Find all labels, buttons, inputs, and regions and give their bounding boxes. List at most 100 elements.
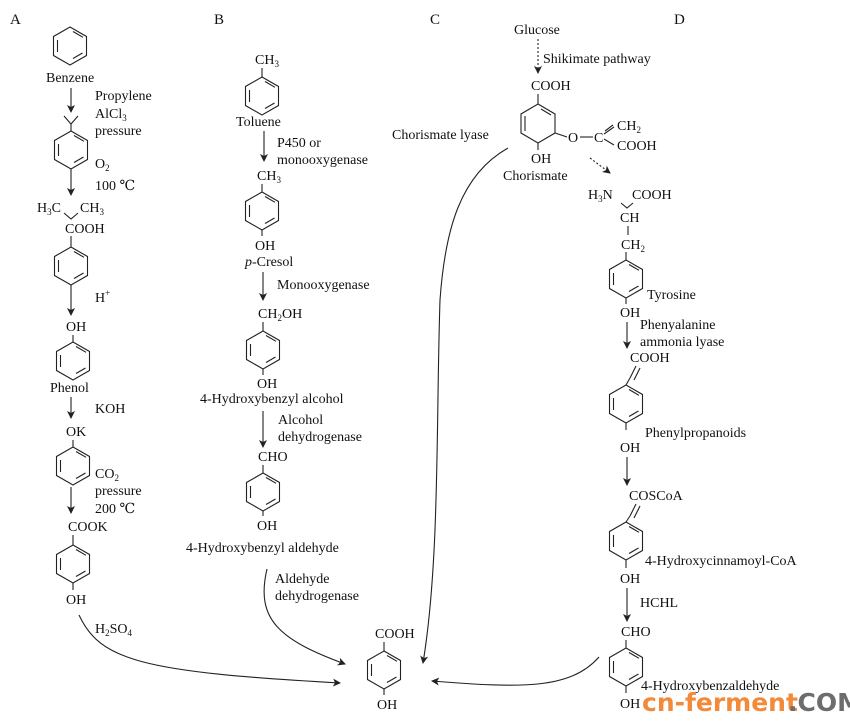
ch3-group: CH3 bbox=[80, 201, 104, 217]
phenol-ring-icon bbox=[55, 341, 91, 381]
phenoxide-ok: OK bbox=[66, 425, 86, 440]
panel-b-label: B bbox=[214, 12, 224, 28]
benzaldehyde-oh: OH bbox=[620, 697, 640, 712]
panel-c: C Glucose Shikimate pathway COOH O C CH2… bbox=[392, 12, 657, 664]
tyrosine-h3n: H3N bbox=[588, 188, 613, 204]
benzaldehyde-ring-icon bbox=[608, 647, 644, 687]
product-oh: OH bbox=[377, 698, 397, 713]
tyrosine-oh: OH bbox=[620, 306, 640, 321]
tyrosine-ch2: CH2 bbox=[621, 238, 645, 254]
enzyme-aldehyde-dh-1: Aldehyde bbox=[275, 572, 329, 587]
benzaldehyde-label: 4-Hydroxybenzaldehyde bbox=[641, 679, 779, 694]
reagent-propylene: Propylene bbox=[95, 89, 152, 104]
tyrosine-ch: CH bbox=[620, 211, 639, 226]
product-4-hydroxybenzoic-acid: COOH OH bbox=[366, 627, 415, 713]
phenol-oh: OH bbox=[66, 320, 86, 335]
enzyme-p450: P450 or bbox=[277, 136, 321, 151]
cresol-oh: OH bbox=[255, 239, 275, 254]
cresol-ring-icon bbox=[244, 191, 280, 231]
cook-oh: OH bbox=[66, 593, 86, 608]
benzene-label: Benzene bbox=[46, 71, 94, 86]
isopropyl-bond bbox=[63, 115, 79, 125]
tyrosine-label: Tyrosine bbox=[647, 288, 696, 303]
ether-o: O bbox=[568, 131, 578, 146]
int2-cooh: COOH bbox=[65, 222, 105, 237]
watermark-suffix: .COM bbox=[788, 688, 850, 717]
chorismate-oh: OH bbox=[531, 152, 551, 167]
reagent-koh: KOH bbox=[95, 402, 125, 417]
benzyl-alcohol-ring-icon bbox=[245, 330, 281, 370]
cinnamoyl-coa-label: 4-Hydroxycinnamoyl-CoA bbox=[645, 554, 798, 569]
reagent-alcl3: AlCl3 bbox=[95, 107, 127, 123]
reagent-temp-100: 100 ℃ bbox=[95, 179, 135, 194]
cresol-ch3: CH3 bbox=[257, 169, 281, 185]
int2-ring-icon bbox=[53, 246, 89, 286]
tyrosine-cooh: COOH bbox=[632, 188, 672, 203]
benzyl-aldehyde-label: 4-Hydroxybenzyl aldehyde bbox=[186, 541, 339, 556]
panel-a-label: A bbox=[10, 12, 21, 28]
benzyl-alcohol-oh: OH bbox=[257, 377, 277, 392]
watermark: cn-ferment .COM bbox=[642, 688, 850, 717]
toluene-ring-icon bbox=[244, 76, 280, 116]
benzyl-aldehyde-cho: CHO bbox=[258, 450, 288, 465]
toluene-label: Toluene bbox=[236, 115, 281, 130]
coumaric-oh: OH bbox=[620, 441, 640, 456]
panel-b: B CH3 Toluene P450 or monooxygenase CH3 … bbox=[186, 12, 370, 666]
coumaric-ring-icon bbox=[608, 384, 644, 424]
shikimate-label: Shikimate pathway bbox=[543, 52, 651, 67]
arrow-c-to-product bbox=[420, 147, 509, 664]
product-cooh: COOH bbox=[375, 627, 415, 642]
phenol-label: Phenol bbox=[50, 381, 89, 396]
h3c-group: H3C bbox=[37, 201, 61, 217]
chorismate-cooh: COOH bbox=[531, 79, 571, 94]
enzyme-alcohol-dh-2: dehydrogenase bbox=[278, 430, 362, 445]
panel-c-label: C bbox=[430, 12, 440, 28]
benzyl-aldehyde-oh: OH bbox=[257, 519, 277, 534]
vinyl-ch2: CH2 bbox=[617, 119, 641, 135]
coumaric-cooh: COOH bbox=[630, 351, 670, 366]
benzyl-alcohol-ch2oh: CH2OH bbox=[258, 307, 302, 323]
arrow-d-to-product bbox=[431, 656, 600, 686]
toluene-ch3: CH3 bbox=[255, 53, 279, 69]
vinyl-c: C bbox=[594, 131, 603, 146]
benzyl-aldehyde-ring-icon bbox=[245, 472, 281, 512]
phenylpropanoids-label: Phenylpropanoids bbox=[645, 426, 746, 441]
reagent-temp-200: 200 ℃ bbox=[95, 502, 135, 517]
cook-group: COOK bbox=[68, 520, 108, 535]
reagent-pressure-2: pressure bbox=[95, 484, 142, 499]
reagent-o2: O2 bbox=[95, 157, 110, 173]
tyrosine-ring-icon bbox=[608, 259, 644, 299]
cresol-label: p-Cresol bbox=[244, 255, 293, 270]
enzyme-pal-2: ammonia lyase bbox=[640, 335, 724, 350]
cinnamoyl-oh: OH bbox=[620, 572, 640, 587]
panel-d: D H3N COOH CH CH2 Tyrosine OH Phenyalani… bbox=[431, 12, 798, 712]
benzyl-alcohol-label: 4-Hydroxybenzyl alcohol bbox=[200, 392, 344, 407]
phenoxide-ring-icon bbox=[55, 446, 91, 486]
panel-a: A Benzene Propylene AlCl3 pressure O2 10… bbox=[10, 12, 341, 687]
arrow-b-to-product bbox=[263, 568, 346, 666]
cumene-ring-icon bbox=[53, 130, 89, 170]
benzaldehyde-cho: CHO bbox=[621, 625, 651, 640]
enzyme-hchl: HCHL bbox=[640, 596, 678, 611]
watermark-main: cn-ferment bbox=[642, 688, 798, 717]
enzyme-pal-1: Phenyalanine bbox=[640, 318, 715, 333]
cook-ring-icon bbox=[55, 544, 91, 584]
cinnamoyl-ring-icon bbox=[608, 521, 644, 561]
reagent-pressure: pressure bbox=[95, 124, 142, 139]
enzyme-alcohol-dh-1: Alcohol bbox=[278, 413, 323, 428]
enzyme-aldehyde-dh-2: dehydrogenase bbox=[275, 589, 359, 604]
benzene-ring-icon bbox=[52, 26, 88, 66]
product-ring-icon bbox=[366, 650, 402, 690]
chorismate-label: Chorismate bbox=[503, 169, 568, 184]
glucose-label: Glucose bbox=[514, 23, 560, 38]
chorismate-lyase-label: Chorismate lyase bbox=[392, 128, 489, 143]
arrow-a-to-product bbox=[78, 614, 341, 687]
vinyl-cooh: COOH bbox=[617, 139, 657, 154]
enzyme-monooxygenase-2: Monooxygenase bbox=[277, 278, 370, 293]
reagent-co2: CO2 bbox=[95, 467, 119, 483]
panel-d-label: D bbox=[674, 12, 685, 28]
arrow-chorismate-to-tyrosine bbox=[589, 157, 611, 174]
reagent-h-plus: H+ bbox=[95, 288, 110, 306]
chorismate-ring-icon bbox=[520, 103, 556, 144]
